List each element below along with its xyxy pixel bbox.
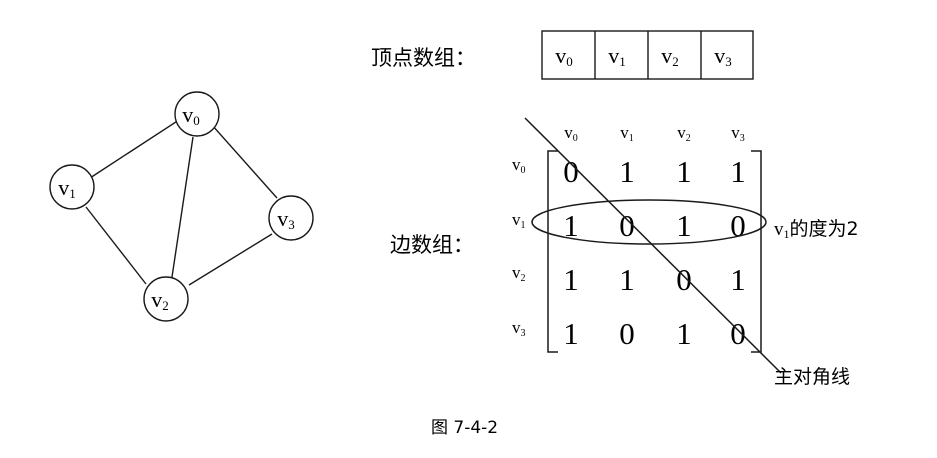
graph-node-v1: v1 — [49, 164, 95, 210]
graph-node-v3: v3 — [268, 195, 314, 241]
matrix-cell: 1 — [730, 154, 746, 189]
matrix-cell: 0 — [730, 208, 746, 243]
edge-v0-v2 — [171, 136, 194, 278]
degree-annotation: v1的度为2 — [774, 218, 859, 241]
matrix-row-headers: v0 v1 v2 v3 — [512, 155, 526, 339]
main-diagonal-line — [524, 117, 782, 374]
matrix-cell: 1 — [563, 262, 579, 297]
vertex-array-label: 顶点数组： — [371, 46, 476, 70]
matrix-cell: 1 — [563, 208, 579, 243]
matrix-row-header: v3 — [512, 318, 526, 339]
matrix-row-header: v0 — [512, 155, 526, 176]
node-label: v0 — [182, 102, 200, 128]
matrix-cell: 0 — [730, 316, 746, 351]
edge-array-label: 边数组： — [390, 233, 474, 257]
main-diagonal-label: 主对角线 — [774, 366, 850, 388]
figure-caption: 图 7-4-2 — [431, 418, 498, 438]
vertex-array-cell: v0 — [555, 43, 573, 69]
node-label: v2 — [151, 287, 169, 313]
matrix-col-headers: v0 v1 v2 v3 — [564, 123, 745, 144]
vertex-array-cell: v1 — [608, 43, 626, 69]
graph-node-v0: v0 — [174, 91, 220, 137]
node-circle — [49, 164, 95, 210]
matrix-cell: 1 — [563, 316, 579, 351]
vertex-array: v0 v1 v2 v3 — [541, 30, 754, 80]
matrix-cell: 1 — [676, 316, 692, 351]
matrix-col-header: v3 — [731, 123, 745, 144]
node-label: v3 — [277, 206, 295, 232]
matrix-col-header: v2 — [677, 123, 691, 144]
node-circle — [174, 91, 220, 137]
matrix-cell: 1 — [676, 154, 692, 189]
matrix-cell: 1 — [619, 154, 635, 189]
edge-v0-v1 — [89, 117, 183, 179]
graph — [85, 117, 278, 286]
node-circle — [268, 195, 314, 241]
matrix-right-bracket — [751, 150, 762, 353]
edge-v2-v3 — [188, 233, 273, 286]
edge-v1-v2 — [85, 206, 147, 285]
row-v1-highlight-ellipse — [531, 199, 767, 245]
matrix-cell: 0 — [563, 154, 579, 189]
matrix-cell: 0 — [619, 316, 635, 351]
matrix-col-header: v0 — [564, 123, 578, 144]
matrix-row-header: v2 — [512, 263, 526, 284]
node-label: v1 — [58, 175, 76, 201]
matrix-left-bracket — [547, 150, 558, 353]
matrix-cell: 1 — [730, 262, 746, 297]
vertex-array-cell: v2 — [661, 43, 679, 69]
vertex-array-cell: v3 — [714, 43, 732, 69]
matrix-cell: 1 — [619, 262, 635, 297]
graph-nodes: v0 v1 v2 v3 — [49, 91, 314, 322]
node-circle — [143, 276, 189, 322]
graph-node-v2: v2 — [143, 276, 189, 322]
matrix-cell: 0 — [676, 262, 692, 297]
matrix-col-header: v1 — [620, 123, 634, 144]
edge-v0-v3 — [211, 124, 278, 199]
matrix-cell: 1 — [676, 208, 692, 243]
matrix-cells: 0 1 1 1 1 0 1 0 1 1 0 1 1 0 1 0 — [563, 154, 746, 351]
matrix-row-header: v1 — [512, 210, 526, 231]
